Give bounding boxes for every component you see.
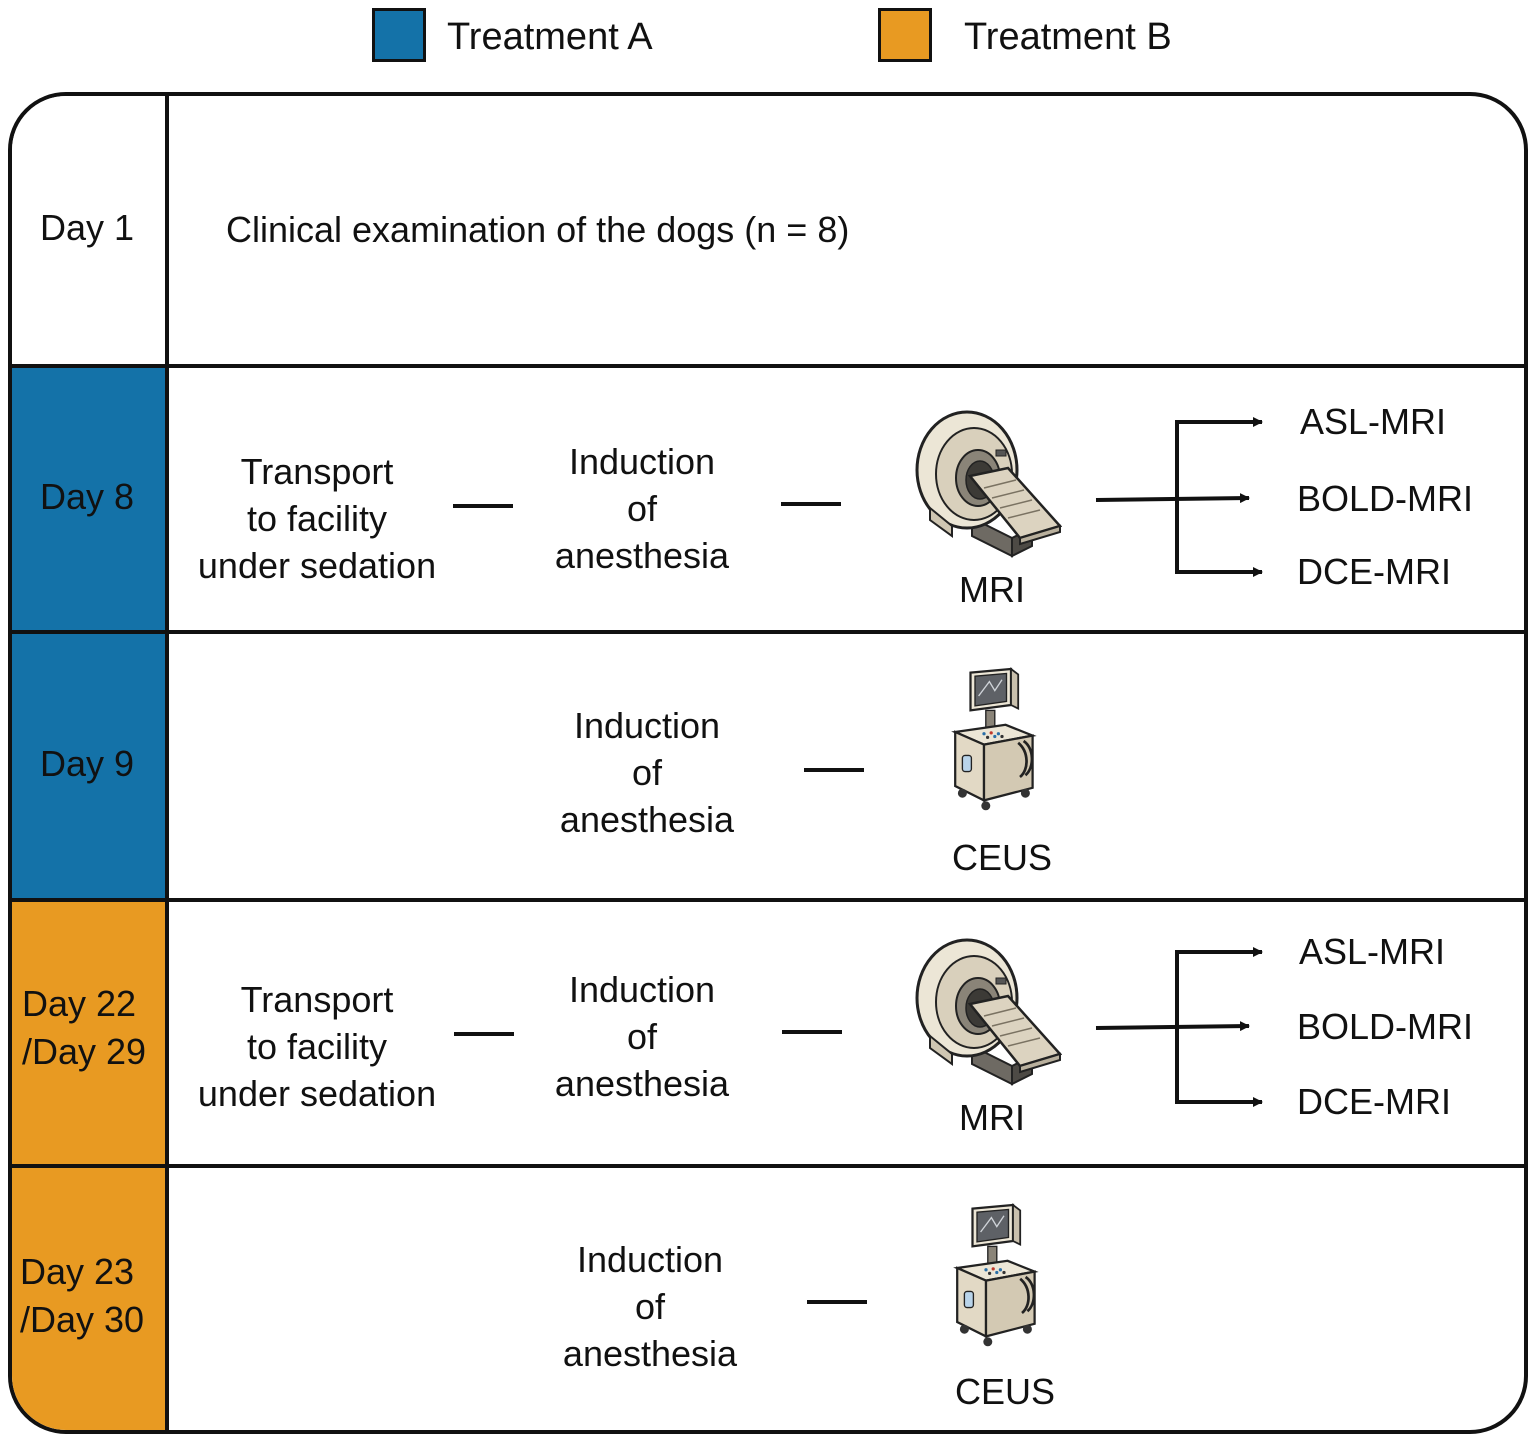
transport-text: Transport to facility under sedation	[197, 979, 437, 1114]
connector-dash	[807, 1300, 867, 1304]
day-cell-treatment-b	[12, 902, 165, 1166]
ceus-label: CEUS	[954, 1371, 1056, 1412]
row-day-22-29: Day 22 /Day 29 Transport to facility und…	[12, 902, 1524, 1166]
timeline-table: Day 1 Clinical examination of the dogs (…	[8, 92, 1528, 1434]
output-asl-mri: ASL-MRI	[1299, 931, 1446, 972]
row-day-9: Day 9 Induction of anesthesia CEUS	[12, 634, 1524, 900]
ultrasound-machine-icon	[948, 666, 1038, 816]
clinical-exam-text: Clinical examination of the dogs (n = 8)	[226, 209, 850, 250]
connector-dash	[804, 768, 864, 772]
induction-text: Induction of anesthesia	[559, 705, 735, 840]
row-day-1: Day 1 Clinical examination of the dogs (…	[12, 96, 1524, 366]
legend-swatch-treatment-a	[372, 8, 426, 62]
connector-dash	[781, 502, 841, 506]
day-label: Day 23 /Day 30	[20, 1251, 145, 1340]
day-label: Day 22 /Day 29	[22, 983, 147, 1072]
connector-dash	[454, 1032, 514, 1036]
transport-text: Transport to facility under sedation	[197, 451, 437, 586]
induction-text: Induction of anesthesia	[554, 969, 730, 1104]
induction-text: Induction of anesthesia	[554, 441, 730, 576]
mri-scanner-icon	[912, 408, 1062, 558]
output-dce-mri: DCE-MRI	[1297, 551, 1451, 592]
row-day-8: Day 8 Transport to facility under sedati…	[12, 368, 1524, 632]
day-cell-treatment-b	[12, 1168, 165, 1430]
day-cell	[12, 96, 165, 366]
ultrasound-machine-icon	[950, 1202, 1040, 1352]
mri-label: MRI	[959, 569, 1025, 610]
legend-swatch-treatment-b	[878, 8, 932, 62]
row-day-23-30: Day 23 /Day 30 Induction of anesthesia C…	[12, 1168, 1524, 1430]
output-dce-mri: DCE-MRI	[1297, 1081, 1451, 1122]
day-label: Day 8	[40, 476, 135, 517]
mri-label: MRI	[959, 1097, 1025, 1138]
legend-label-treatment-a: Treatment A	[447, 16, 653, 58]
day-label: Day 9	[40, 743, 135, 784]
day-cell-treatment-a	[12, 634, 165, 900]
day-label: Day 1	[40, 207, 135, 248]
mri-scanner-icon	[912, 936, 1062, 1086]
output-asl-mri: ASL-MRI	[1300, 401, 1447, 442]
connector-dash	[782, 1030, 842, 1034]
output-bold-mri: BOLD-MRI	[1297, 1006, 1474, 1047]
legend-label-treatment-b: Treatment B	[964, 16, 1172, 58]
output-bold-mri: BOLD-MRI	[1297, 478, 1474, 519]
connector-dash	[453, 504, 513, 508]
induction-text: Induction of anesthesia	[562, 1239, 738, 1374]
ceus-label: CEUS	[951, 837, 1053, 878]
day-cell-treatment-a	[12, 368, 165, 632]
